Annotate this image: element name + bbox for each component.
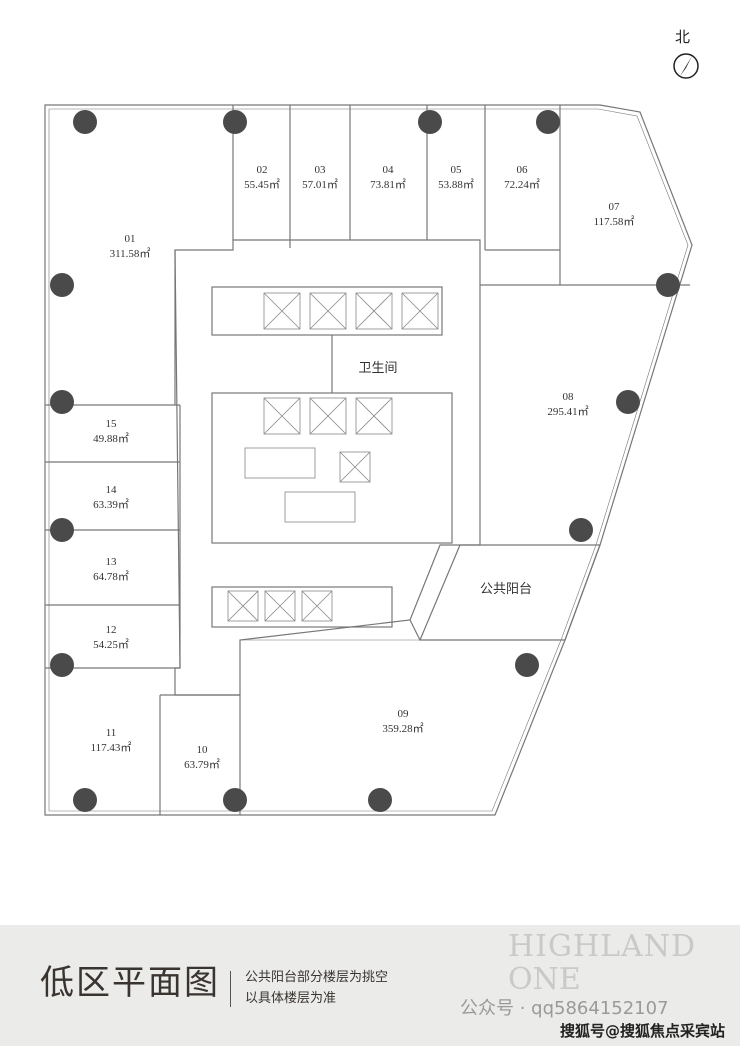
elevators [227, 292, 439, 622]
structural-columns [50, 110, 680, 812]
balcony-label: 公共阳台 [479, 582, 533, 597]
note-line-2: 以具体楼层为准 [245, 991, 337, 1006]
divider [230, 971, 231, 1007]
plan-title: 低区平面图 [40, 963, 220, 1003]
note-line-1: 公共阳台部分楼层为挑空 [245, 970, 389, 985]
watermark-sohu: 搜狐号@搜狐焦点采宾站 [560, 1022, 726, 1040]
restroom-label: 卫生间 [358, 361, 398, 376]
floor-plan [44, 53, 699, 816]
north-arrow-icon [673, 53, 699, 79]
watermark-wechat: 公众号 · qq5864152107 [460, 998, 669, 1019]
brand-logo-line-1: HIGHLAND [508, 929, 697, 964]
brand-logo-line-2: ONE [508, 962, 581, 997]
footer-banner: 低区平面图 公共阳台部分楼层为挑空 以具体楼层为准 HIGHLAND ONE 公… [0, 925, 740, 1046]
north-label: 北 [675, 28, 691, 46]
